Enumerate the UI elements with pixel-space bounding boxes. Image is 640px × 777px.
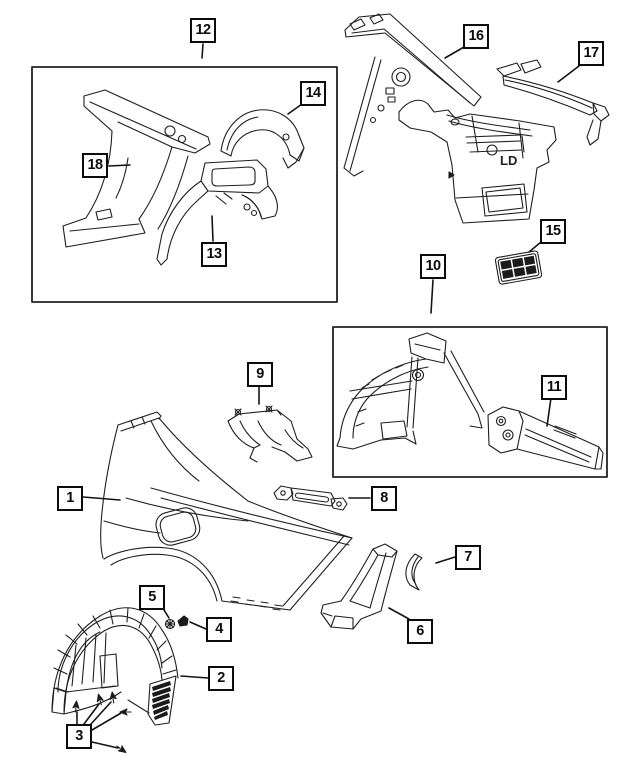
part-aperture-inner-panel: [62, 89, 211, 248]
callout-8-label: 8: [380, 490, 388, 507]
fastener-clip: [177, 615, 189, 627]
callout-9-label: 9: [256, 366, 264, 383]
callout-9[interactable]: 9: [247, 362, 273, 387]
callout-1-label: 1: [66, 490, 74, 507]
callout-14-label: 14: [305, 85, 322, 102]
callout-13[interactable]: 13: [201, 242, 227, 267]
part-support-bracket: [227, 405, 313, 463]
callout-8[interactable]: 8: [371, 486, 397, 511]
part-strap-bracket: [273, 485, 348, 511]
callout-18-label: 18: [87, 157, 104, 174]
part-wheelhouse-inner: [156, 159, 278, 266]
callout-1[interactable]: 1: [57, 486, 83, 511]
callout-3[interactable]: 3: [66, 724, 92, 749]
callout-4-label: 4: [215, 621, 223, 638]
part-wheelhouse-liner: [51, 607, 179, 726]
callout-5[interactable]: 5: [139, 585, 165, 610]
part-quarter-panel: [100, 411, 353, 611]
callout-10-label: 10: [425, 258, 442, 275]
callout-13-label: 13: [206, 246, 223, 263]
callout-2[interactable]: 2: [208, 666, 234, 691]
callout-16-label: 16: [468, 28, 485, 45]
callout-17[interactable]: 17: [578, 41, 604, 66]
group-box-b: [332, 326, 608, 478]
callout-18[interactable]: 18: [82, 153, 108, 178]
callout-14[interactable]: 14: [300, 81, 326, 106]
leader-lines: [76, 43, 580, 749]
group-box-a: [31, 66, 338, 303]
callout-6[interactable]: 6: [407, 619, 433, 644]
callout-15[interactable]: 15: [540, 219, 566, 244]
push-pins: [72, 691, 132, 753]
callout-11-label: 11: [546, 379, 562, 396]
callout-12-label: 12: [195, 22, 212, 39]
callout-16[interactable]: 16: [463, 24, 489, 49]
callout-17-label: 17: [583, 45, 600, 62]
callout-6-label: 6: [416, 623, 424, 640]
callout-12[interactable]: 12: [190, 18, 216, 43]
part-rail: [496, 59, 610, 146]
callout-15-label: 15: [545, 223, 562, 240]
callout-7-label: 7: [464, 549, 472, 566]
part-extension-panel: [320, 543, 398, 630]
part-quarter-inner-assembly: LD: [343, 13, 557, 224]
part-wheelhouse-assembly: [336, 332, 485, 450]
callout-2-label: 2: [217, 670, 225, 687]
callout-3-label: 3: [75, 728, 83, 745]
fastener-grommet: [164, 618, 176, 630]
callout-10[interactable]: 10: [420, 254, 446, 279]
part-vent-grille: [494, 250, 543, 285]
part-sill-rail: [487, 406, 604, 470]
part-wheel-molding: [405, 553, 423, 591]
part-wheelhouse-outer: [220, 109, 305, 169]
callout-5-label: 5: [148, 589, 156, 606]
stamp-text: LD: [500, 153, 517, 168]
callout-4[interactable]: 4: [206, 617, 232, 642]
callout-11[interactable]: 11: [541, 375, 567, 400]
callout-7[interactable]: 7: [455, 545, 481, 570]
